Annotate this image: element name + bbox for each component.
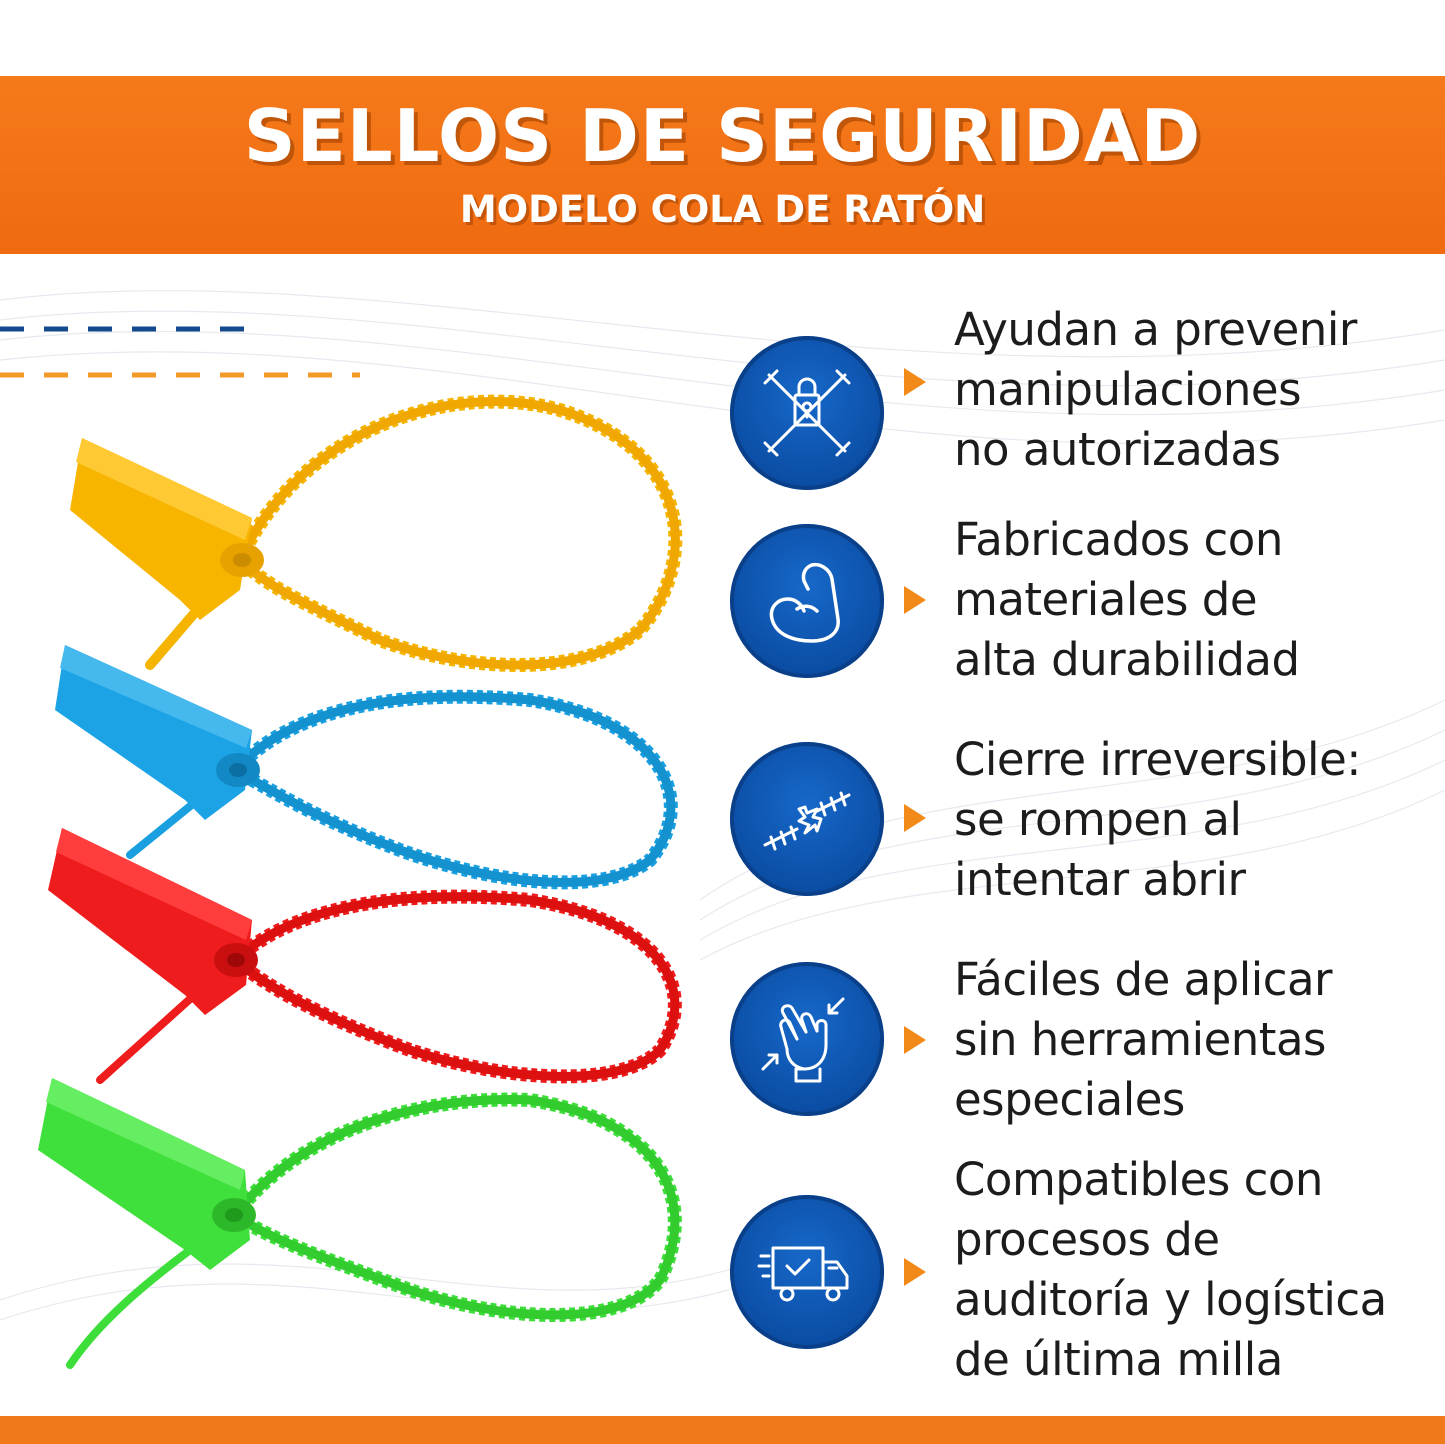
feature-text: Fáciles de aplicar sin herramientas espe…: [954, 950, 1434, 1130]
green-seal: [38, 1078, 682, 1369]
footer-bar: [0, 1416, 1445, 1444]
feature-text: Cierre irreversible: se rompen al intent…: [954, 730, 1434, 910]
feature-text: Compatibles con procesos de auditoría y …: [954, 1150, 1434, 1390]
feature-durability: Fabricados con materiales de alta durabi…: [730, 510, 1445, 730]
blue-seal: [55, 645, 678, 890]
feature-text: Fabricados con materiales de alta durabi…: [954, 510, 1434, 690]
feature-line: Cierre irreversible:: [954, 733, 1361, 786]
feature-line: especiales: [954, 1073, 1185, 1126]
security-seals-illustration: [38, 394, 683, 1369]
feature-line: alta durabilidad: [954, 633, 1300, 686]
feature-icon-circle: [730, 1195, 884, 1349]
feature-line: Compatibles con: [954, 1153, 1323, 1206]
bullet-arrow-icon: [904, 1026, 926, 1054]
banner-subtitle: MODELO COLA DE RATÓN: [459, 188, 986, 231]
feature-line: sin herramientas: [954, 1013, 1326, 1066]
feature-line: de última milla: [954, 1333, 1283, 1386]
bullet-arrow-icon: [904, 586, 926, 614]
feature-line: se rompen al: [954, 793, 1242, 846]
feature-text: Ayudan a prevenir manipulaciones no auto…: [954, 300, 1434, 480]
orange-dashed-line: [0, 372, 360, 378]
broken-seal-icon: [763, 791, 851, 851]
banner-title: SELLOS DE SEGURIDAD: [243, 94, 1202, 178]
feature-line: Ayudan a prevenir: [954, 303, 1357, 356]
feature-line: intentar abrir: [954, 853, 1246, 906]
feature-icon-circle: [730, 524, 884, 678]
feature-line: Fabricados con: [954, 513, 1283, 566]
feature-line: Fáciles de aplicar: [954, 953, 1333, 1006]
bullet-arrow-icon: [904, 1258, 926, 1286]
feature-icon-circle: [730, 962, 884, 1116]
feature-line: auditoría y logística: [954, 1273, 1387, 1326]
bullet-arrow-icon: [904, 804, 926, 832]
feature-line: manipulaciones: [954, 363, 1302, 416]
feature-prevent-tampering: Ayudan a prevenir manipulaciones no auto…: [730, 300, 1445, 520]
feature-line: no autorizadas: [954, 423, 1281, 476]
header-banner: SELLOS DE SEGURIDAD MODELO COLA DE RATÓN: [0, 76, 1445, 254]
blue-dashed-line: [0, 326, 262, 332]
feature-irreversible-closure: Cierre irreversible: se rompen al intent…: [730, 730, 1445, 950]
feature-easy-application: Fáciles de aplicar sin herramientas espe…: [730, 950, 1445, 1170]
bullet-arrow-icon: [904, 368, 926, 396]
hand-pinch-icon: [761, 997, 845, 1083]
red-seal: [48, 828, 682, 1084]
feature-icon-circle: [730, 336, 884, 490]
feature-logistics-compatible: Compatibles con procesos de auditoría y …: [730, 1150, 1445, 1390]
feature-line: materiales de: [954, 573, 1258, 626]
strong-arm-icon: [769, 562, 840, 643]
feature-icon-circle: [730, 742, 884, 896]
no-tamper-icon: [763, 369, 851, 457]
delivery-truck-icon: [757, 1246, 849, 1302]
feature-line: procesos de: [954, 1213, 1220, 1266]
yellow-seal: [70, 394, 683, 672]
